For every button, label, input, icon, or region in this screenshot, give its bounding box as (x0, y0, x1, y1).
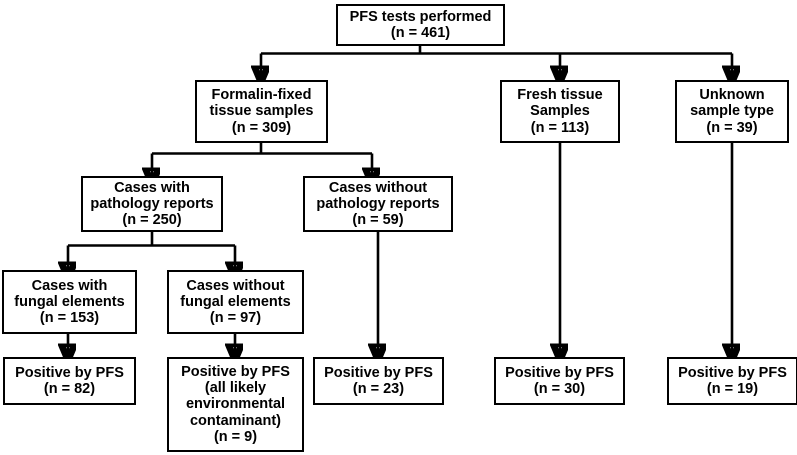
node-fresh-tissue-samples[interactable]: Fresh tissue Samples (n = 113) (500, 80, 620, 143)
node-label: Cases with fungal elements (n = 153) (14, 277, 125, 327)
node-positive-by-pfs-30[interactable]: Positive by PFS (n = 30) (494, 357, 625, 405)
node-label: Positive by PFS (all likely environmenta… (181, 363, 290, 445)
node-positive-by-pfs-23[interactable]: Positive by PFS (n = 23) (313, 357, 444, 405)
node-label: Formalin-fixed tissue samples (n = 309) (209, 87, 314, 136)
node-label: Unknown sample type (n = 39) (690, 87, 774, 136)
node-label: Positive by PFS (n = 23) (324, 364, 433, 397)
node-cases-with-pathology-reports[interactable]: Cases with pathology reports (n = 250) (81, 176, 223, 232)
node-pfs-tests-performed[interactable]: PFS tests performed (n = 461) (336, 4, 505, 46)
node-label: Positive by PFS (n = 30) (505, 364, 614, 397)
node-cases-without-pathology-reports[interactable]: Cases without pathology reports (n = 59) (303, 176, 453, 232)
node-label: Cases with pathology reports (n = 250) (90, 179, 214, 229)
node-label: PFS tests performed (n = 461) (349, 8, 492, 41)
node-label: Cases without pathology reports (n = 59) (316, 179, 440, 229)
node-positive-by-pfs-82[interactable]: Positive by PFS (n = 82) (3, 357, 136, 405)
node-label: Positive by PFS (n = 82) (15, 364, 124, 397)
node-label: Cases without fungal elements (n = 97) (180, 277, 291, 327)
node-cases-with-fungal-elements[interactable]: Cases with fungal elements (n = 153) (2, 270, 137, 334)
node-positive-by-pfs-9[interactable]: Positive by PFS (all likely environmenta… (167, 357, 304, 452)
node-unknown-sample-type[interactable]: Unknown sample type (n = 39) (675, 80, 789, 143)
node-label: Fresh tissue Samples (n = 113) (517, 87, 603, 136)
node-cases-without-fungal-elements[interactable]: Cases without fungal elements (n = 97) (167, 270, 304, 334)
node-label: Positive by PFS (n = 19) (678, 364, 787, 397)
node-positive-by-pfs-19[interactable]: Positive by PFS (n = 19) (667, 357, 797, 405)
node-formalin-fixed-tissue-samples[interactable]: Formalin-fixed tissue samples (n = 309) (195, 80, 328, 143)
